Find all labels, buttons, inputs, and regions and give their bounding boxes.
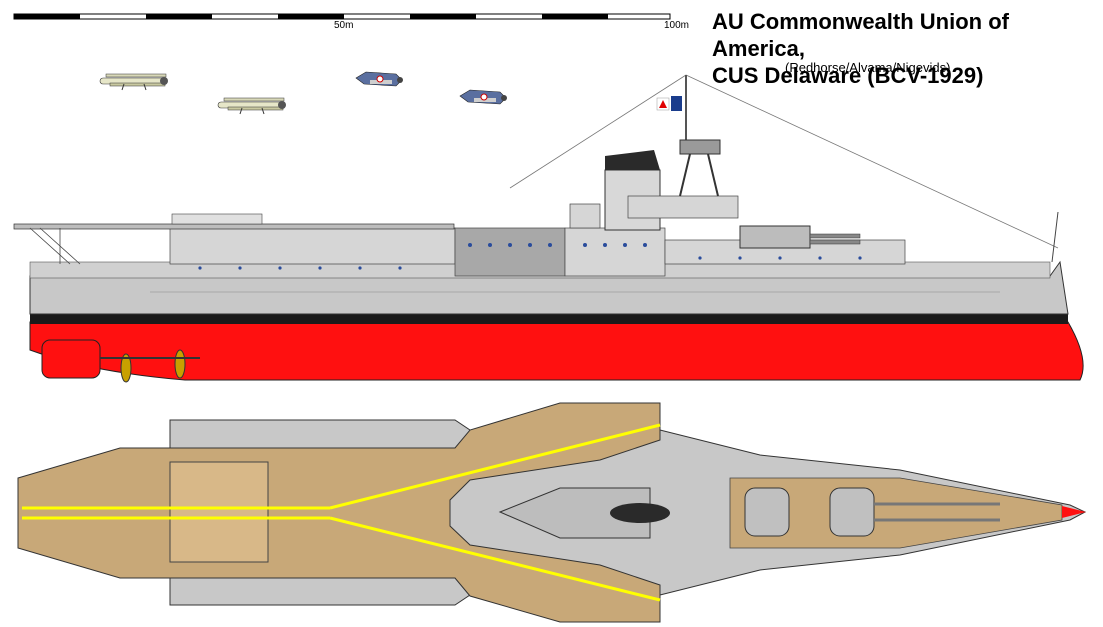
title-line-1: AU Commonwealth Union of America,	[712, 9, 1009, 61]
credit-text: (Redhorse/Alvama/Nigevids)	[785, 60, 951, 75]
biplane-icon	[99, 73, 168, 91]
fighter-plane-icon	[459, 89, 507, 105]
propeller-icon	[174, 349, 186, 379]
scale-bar	[13, 13, 671, 20]
flag-icon	[656, 96, 682, 111]
side-profile	[13, 74, 1084, 383]
top-view	[17, 402, 1087, 623]
scale-label-100m: 100m	[664, 20, 690, 31]
biplane-icon	[217, 97, 286, 115]
fighter-plane-icon	[355, 71, 403, 87]
drawing-title: AU Commonwealth Union of America, CUS De…	[712, 8, 1103, 89]
propeller-icon	[120, 353, 132, 383]
scale-label-50m: 50m	[334, 20, 354, 31]
title-line-2: CUS Delaware (BCV-1929)	[712, 63, 984, 88]
